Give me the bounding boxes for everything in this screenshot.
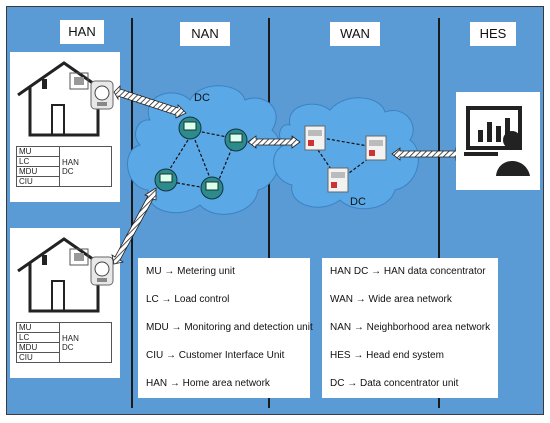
han-unit-row: CIU bbox=[16, 176, 60, 187]
data-concentrator-icon bbox=[327, 167, 349, 193]
legend-item: MDU → Monitoring and detection unit bbox=[146, 322, 313, 333]
legend-item: NAN → Neighborhood area network bbox=[330, 322, 491, 333]
dashboard-operator-icon bbox=[464, 106, 530, 176]
legend-item: MU → Metering unit bbox=[146, 266, 235, 277]
legend-item: LC → Load control bbox=[146, 294, 230, 305]
legend-item: HES → Head end system bbox=[330, 350, 444, 361]
smart-meter-icon bbox=[90, 80, 114, 110]
legend-item: WAN → Wide area network bbox=[330, 294, 452, 305]
dc-label-wan: DC bbox=[350, 196, 366, 208]
smart-meter-icon bbox=[224, 128, 248, 152]
smart-meter-icon bbox=[200, 176, 224, 200]
smart-meter-icon bbox=[154, 168, 178, 192]
data-concentrator-icon bbox=[365, 135, 387, 161]
legend-item: HAN DC → HAN data concentrator bbox=[330, 266, 486, 277]
column-divider bbox=[131, 18, 133, 408]
column-divider bbox=[438, 18, 440, 408]
column-label-nan: NAN bbox=[180, 22, 230, 46]
column-label-han: HAN bbox=[60, 20, 104, 44]
legend-item: CIU → Customer Interface Unit bbox=[146, 350, 285, 361]
column-label-hes: HES bbox=[470, 22, 516, 46]
legend-abbreviations-right: HAN DC → HAN data concentrator WAN → Wid… bbox=[322, 258, 498, 398]
legend-item: DC → Data concentrator unit bbox=[330, 378, 459, 389]
link-arrow-nan-wan bbox=[247, 135, 301, 149]
dc-label-nan: DC bbox=[194, 92, 210, 104]
column-divider bbox=[268, 18, 270, 408]
link-arrow-han-top-nan bbox=[113, 85, 187, 119]
data-concentrator-icon bbox=[304, 125, 326, 151]
legend-item: HAN → Home area network bbox=[146, 378, 270, 389]
smart-meter-icon bbox=[90, 256, 114, 286]
smart-meter-icon bbox=[178, 116, 202, 140]
house-icon bbox=[17, 61, 111, 137]
link-arrow-han-bottom-nan bbox=[111, 187, 157, 265]
legend-abbreviations-left: MU → Metering unit LC → Load control MDU… bbox=[138, 258, 313, 398]
column-label-wan: WAN bbox=[330, 22, 380, 46]
han-unit-row: CIU bbox=[16, 352, 60, 363]
